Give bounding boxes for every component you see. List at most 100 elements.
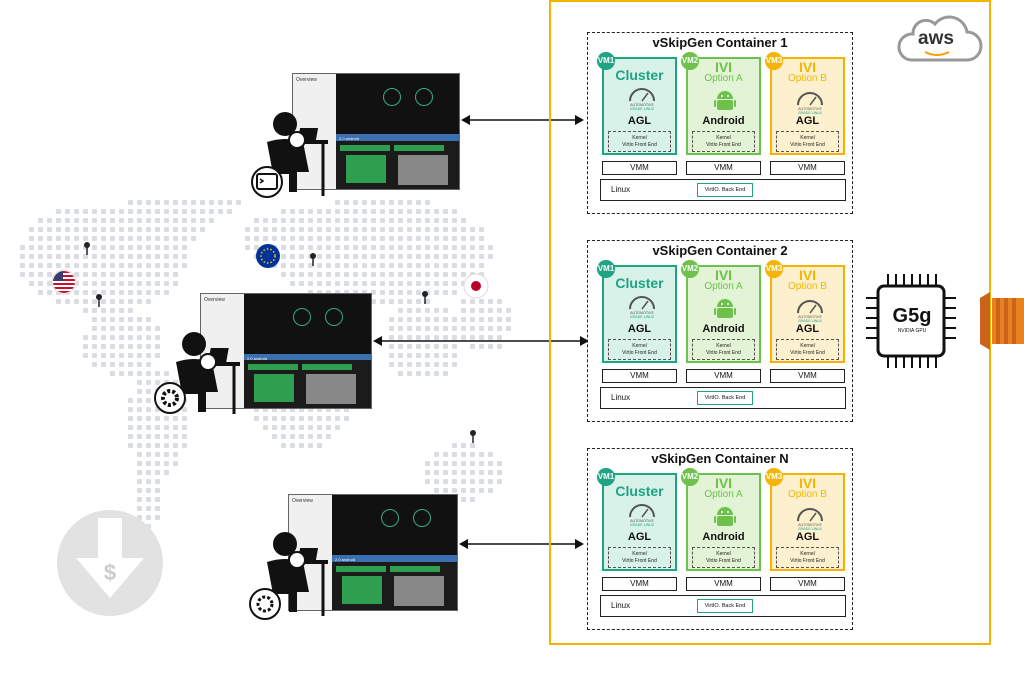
vm-subtitle: Option B [788,489,827,500]
vm-title: IVI [714,475,733,491]
vmm-box: VMM [770,369,845,383]
bidirectional-arrow-1 [461,115,584,125]
virtio-backend-box: VirtIO. Back End [697,391,753,405]
bidirectional-arrow-2 [373,336,589,346]
gpu-title: G5g [892,305,932,327]
vmm-box: VMM [770,161,845,175]
virtio-frontend-label: Virtio Front End [790,558,825,564]
linux-host-box: Linux VirtIO. Back End [600,387,846,409]
linux-host-box: Linux VirtIO. Back End [600,179,846,201]
screen-pane-title: 2.0 android [332,557,457,563]
vmm-box: VMM [602,369,677,383]
svg-text:$: $ [104,560,116,585]
vm-os-label: AGL [627,115,652,127]
screen-sidebar-title: Overview [292,498,313,504]
agl-logo-icon: AUTOMOTIVE GRADE LINUX [797,92,823,115]
android-icon [714,507,736,526]
vm-os-label: AGL [627,323,652,335]
aws-cloud-icon [897,15,983,62]
gpu-subtitle: NVIDIA GPU [897,328,927,334]
linux-label: Linux [611,393,631,402]
virtio-frontend-label: Virtio Front End [790,350,825,356]
kernel-frontend-box: Kernel Virtio Front End [692,339,755,360]
screen-sidebar-title: Overview [204,297,225,303]
vskipgen-container-1: vSkipGen Container 1 VM1 Cluster AUTOMOT… [587,32,853,214]
agl-logo-line1: AUTOMOTIVE [798,523,822,527]
kernel-label: Kernel [800,343,815,349]
agl-logo-line1: AUTOMOTIVE [630,519,654,523]
virtio-frontend-label: Virtio Front End [706,142,741,148]
kernel-frontend-box: Kernel Virtio Front End [692,131,755,152]
vm-title: IVI [798,267,817,283]
vm-title: Cluster [615,67,664,83]
agl-logo-line1: AUTOMOTIVE [798,315,822,319]
vm-badge: VM3 [765,52,783,70]
vm-title: IVI [714,267,733,283]
kernel-label: Kernel [632,551,647,557]
kernel-frontend-box: Kernel Virtio Front End [776,131,839,152]
vm-os-label: AGL [795,115,820,127]
vm-title: IVI [798,59,817,75]
agl-logo-icon: AUTOMOTIVE GRADE LINUX [629,296,655,319]
agl-logo-line2: GRADE LINUX [630,107,655,111]
vm-subtitle: Option A [704,73,743,84]
eu-flag-icon [256,244,280,268]
vskipgen-container-3: vSkipGen Container N VM1 Cluster AUTOMOT… [587,448,853,630]
virtio-frontend-label: Virtio Front End [622,558,657,564]
virtio-frontend-label: Virtio Front End [706,350,741,356]
kernel-label: Kernel [716,343,731,349]
remote-desktop-screen-2[interactable]: Overview 2.0 android [200,293,372,409]
vm-subtitle: Option B [788,73,827,84]
aws-logo-text: aws [918,28,954,49]
virtio-backend-box: VirtIO. Back End [697,183,753,197]
agl-logo-line2: GRADE LINUX [798,319,823,323]
kernel-frontend-box: Kernel Virtio Front End [608,547,671,568]
vm-badge: VM1 [597,468,615,486]
vm-badge: VM3 [765,260,783,278]
vm-badge: VM2 [681,468,699,486]
screen-pane-title: 2.0 android [244,355,371,361]
vm-cluster[interactable]: VM1 Cluster AUTOMOTIVE GRADE LINUX AGL K… [597,468,677,571]
vmm-box: VMM [602,577,677,591]
vmm-box: VMM [602,161,677,175]
android-icon [714,299,736,318]
container-title: vSkipGen Container N [651,451,789,466]
agl-logo-line1: AUTOMOTIVE [630,311,654,315]
screen-sidebar-title: Overview [296,77,317,83]
japan-flag-icon [463,273,489,299]
vm-os-label: Android [702,115,745,127]
agl-logo-line2: GRADE LINUX [798,527,823,531]
vm-title: Cluster [615,483,664,499]
agl-logo-icon: AUTOMOTIVE GRADE LINUX [797,300,823,323]
kernel-label: Kernel [632,135,647,141]
aws-ec2-instance-icon [980,292,1024,350]
kernel-label: Kernel [716,551,731,557]
vm-os-label: AGL [795,323,820,335]
kernel-label: Kernel [716,135,731,141]
bidirectional-arrow-3 [459,539,584,549]
container-title: vSkipGen Container 2 [652,243,788,258]
vmm-box: VMM [686,161,761,175]
kernel-label: Kernel [800,135,815,141]
vm-badge: VM2 [681,52,699,70]
agl-logo-line2: GRADE LINUX [630,523,655,527]
vm-subtitle: Option A [704,281,743,292]
vmm-box: VMM [770,577,845,591]
vm-os-label: Android [702,531,745,543]
vmm-box: VMM [686,577,761,591]
virtio-backend-box: VirtIO. Back End [697,599,753,613]
vm-cluster[interactable]: VM1 Cluster AUTOMOTIVE GRADE LINUX AGL K… [597,52,677,155]
agl-logo-icon: AUTOMOTIVE GRADE LINUX [629,504,655,527]
agl-logo-line2: GRADE LINUX [630,315,655,319]
agl-logo-line2: GRADE LINUX [798,111,823,115]
kernel-frontend-box: Kernel Virtio Front End [776,547,839,568]
developer-deploy-person-icon [249,532,328,620]
vm-title: IVI [714,59,733,75]
vm-cluster[interactable]: VM1 Cluster AUTOMOTIVE GRADE LINUX AGL K… [597,260,677,363]
